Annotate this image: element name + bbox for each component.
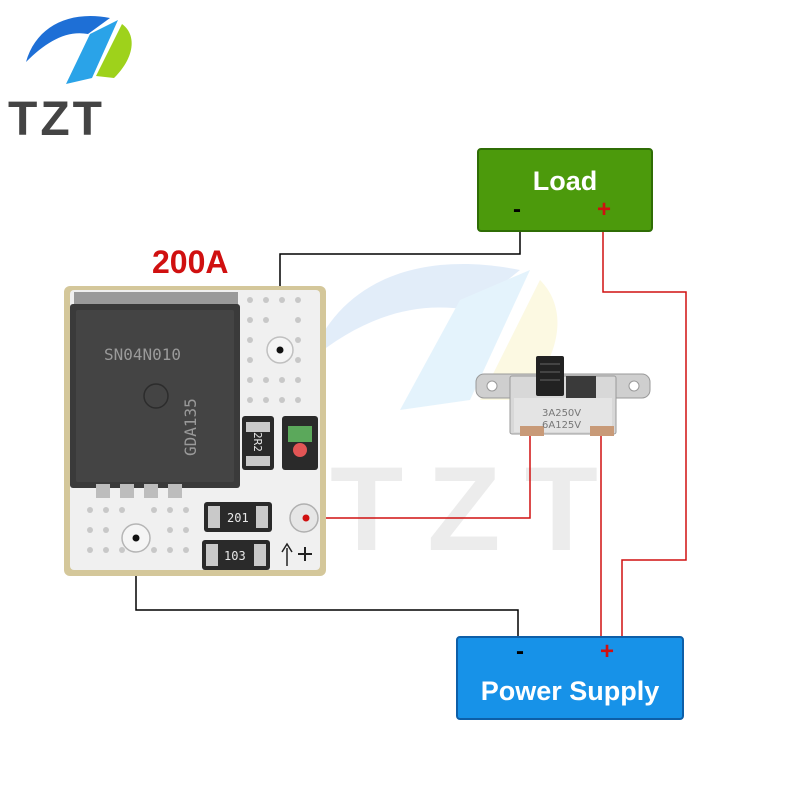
watermark-text: TZT: [330, 442, 622, 576]
power-supply-negative-terminal: -: [516, 638, 524, 665]
resistor-103-label: 103: [224, 549, 246, 563]
power-supply-box: - + Power Supply: [456, 636, 684, 720]
resistor-103: [202, 540, 270, 570]
power-supply-positive-terminal: +: [600, 638, 615, 665]
power-supply-label: Power Supply: [480, 676, 660, 706]
switch-rating-1: 3A250V: [542, 408, 581, 419]
chip-marking-2: GDA135: [181, 398, 200, 456]
resistor-201-label: 201: [227, 511, 249, 525]
logo-text: TZT: [8, 93, 105, 146]
load-box: Load - +: [477, 148, 653, 232]
mosfet-module-pcb: SN04N010 GDA135 2R2 201 103: [64, 286, 326, 576]
load-positive-wire: [602, 232, 687, 636]
load-label: Load: [532, 166, 598, 196]
switch-to-module-wire: [306, 432, 531, 519]
load-positive-terminal: +: [597, 196, 612, 223]
load-negative-terminal: -: [513, 196, 521, 223]
current-rating-label: 200A: [152, 244, 229, 280]
switch-slider-knob: [536, 356, 564, 396]
chip-marking-1: SN04N010: [104, 345, 181, 364]
resistor-201: [204, 502, 272, 532]
switch-rating-2: 6A125V: [542, 420, 581, 431]
logo-icon: [26, 15, 132, 84]
resistor-2r2-label: 2R2: [251, 432, 264, 452]
slide-switch: 3A250V 6A125V: [475, 356, 651, 436]
